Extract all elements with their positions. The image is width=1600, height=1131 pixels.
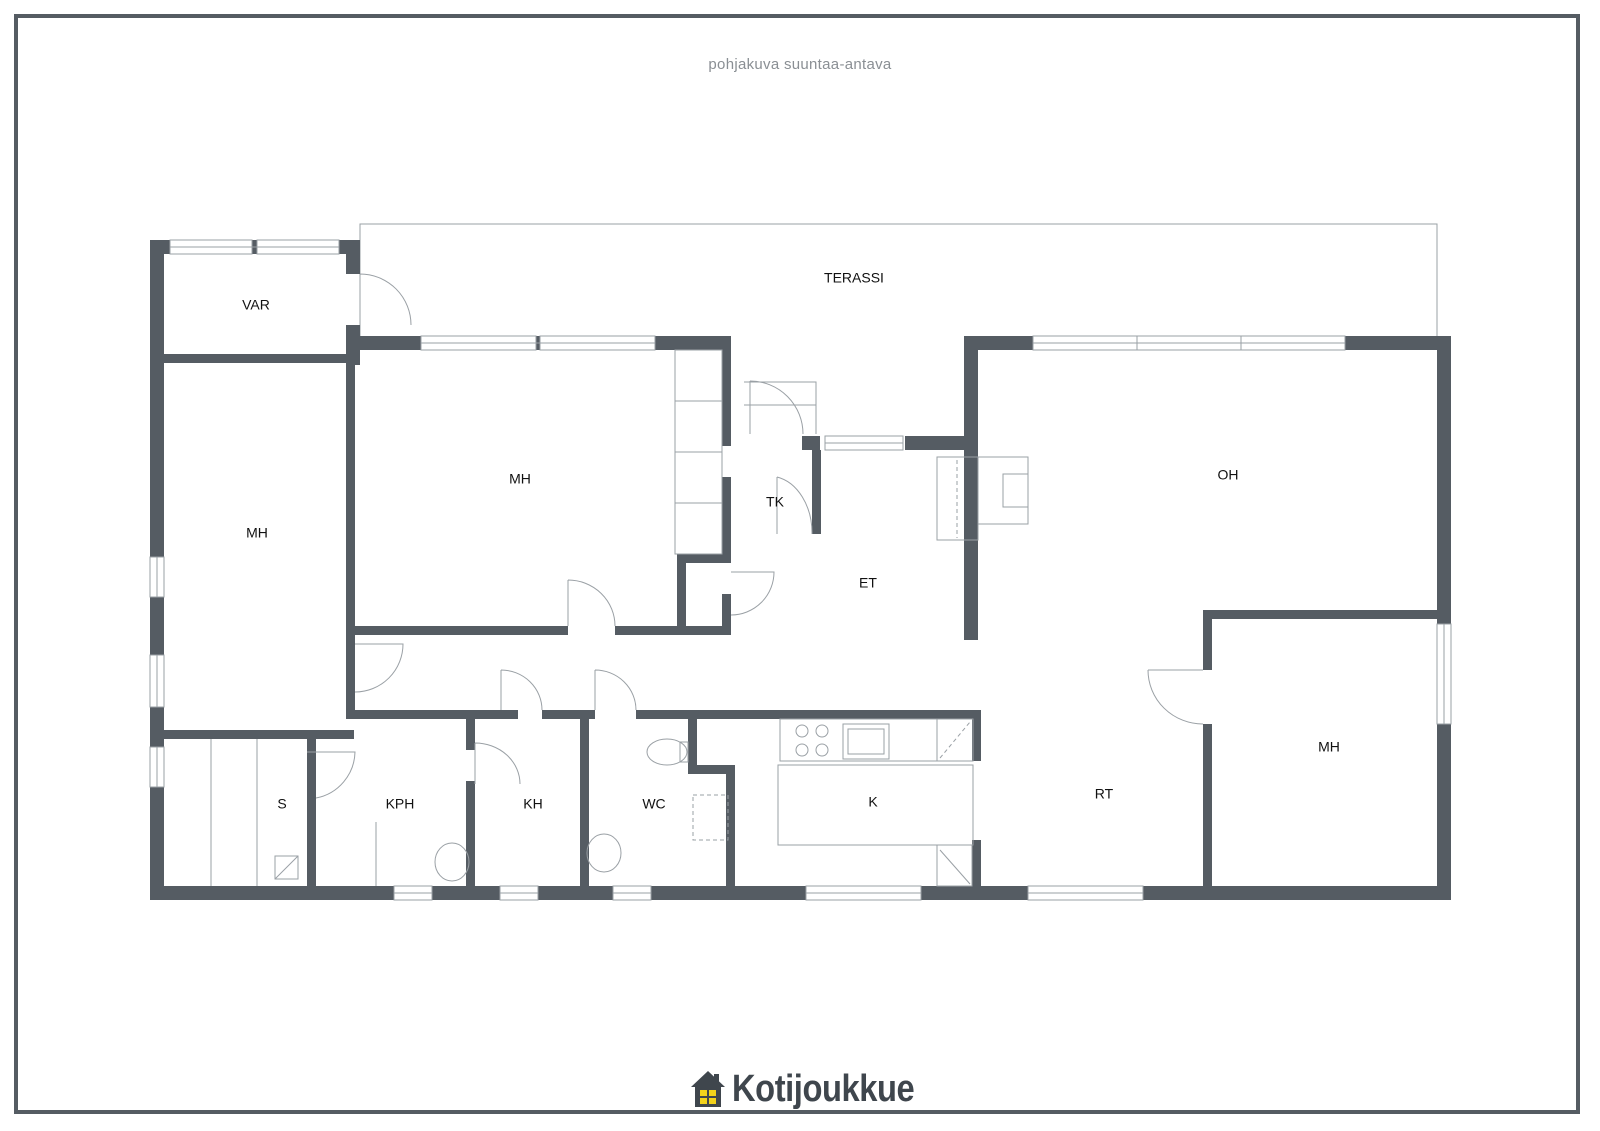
plan-subtitle: pohjakuva suuntaa-antava	[708, 56, 892, 73]
fixtures	[210, 349, 1029, 887]
room-label-wc: WC	[642, 796, 665, 812]
room-labels: TERASSI VAR MH MH TK ET OH MH S KPH KH W…	[242, 270, 1340, 812]
room-label-tk: TK	[766, 494, 785, 510]
room-label-s: S	[277, 796, 286, 812]
room-label-k: K	[868, 794, 878, 810]
room-label-mh-east: MH	[1318, 739, 1340, 755]
brand-name: Kotijoukkue	[732, 1067, 915, 1110]
room-label-kph: KPH	[386, 796, 415, 812]
house-icon	[691, 1071, 725, 1107]
room-label-oh: OH	[1218, 467, 1239, 483]
room-label-terassi: TERASSI	[824, 270, 884, 286]
brand-logo: Kotijoukkue	[690, 1066, 944, 1112]
door-swings	[307, 273, 1204, 799]
windows	[149, 239, 1452, 901]
page-frame	[14, 14, 1580, 1114]
terrace-outline	[359, 223, 1438, 336]
room-label-var: VAR	[242, 297, 270, 313]
room-label-rt: RT	[1095, 786, 1114, 802]
room-label-et: ET	[859, 575, 877, 591]
room-label-kh: KH	[523, 796, 542, 812]
room-label-mh-west: MH	[246, 525, 268, 541]
room-label-mh-center: MH	[509, 471, 531, 487]
